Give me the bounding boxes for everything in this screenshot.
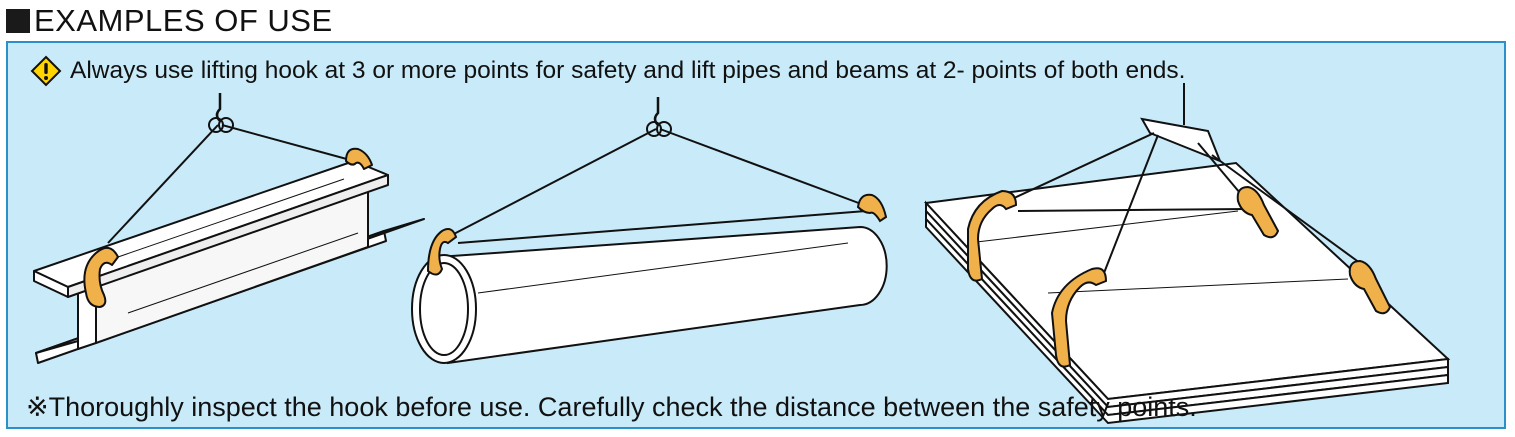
heading-square-marker <box>6 9 30 33</box>
warning-exclamation-icon <box>30 55 62 87</box>
i-beam-illustration <box>33 93 425 364</box>
illustrations-canvas <box>33 83 1451 425</box>
safety-notice: Always use lifting hook at 3 or more poi… <box>30 55 1185 87</box>
plate-stack-illustration <box>923 83 1451 425</box>
heading-text: EXAMPLES OF USE <box>34 3 333 38</box>
footer-note: ※Thoroughly inspect the hook before use.… <box>26 392 1197 422</box>
pipe-illustration <box>411 97 888 365</box>
examples-panel: Always use lifting hook at 3 or more poi… <box>6 41 1506 429</box>
section-heading: EXAMPLES OF USE <box>6 2 333 40</box>
notice-text: Always use lifting hook at 3 or more poi… <box>70 57 1186 84</box>
